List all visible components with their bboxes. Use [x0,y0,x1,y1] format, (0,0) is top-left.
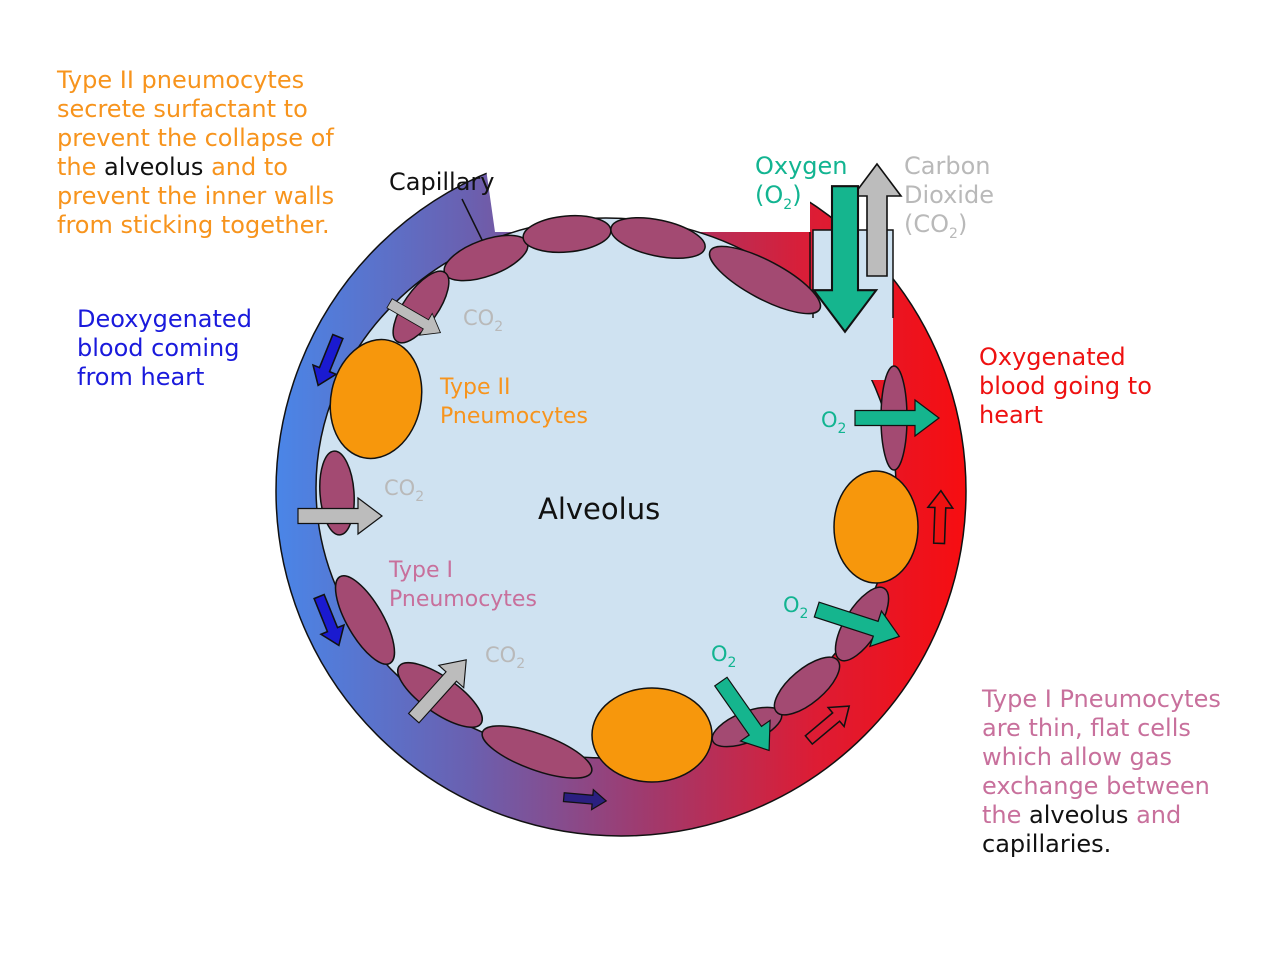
type2-cell [591,687,713,783]
o2-tag: O2 [821,406,846,444]
type1-cell [610,217,706,259]
blood-flow-arrows [311,333,955,811]
o2-tag-subscript: 2 [799,606,809,622]
co2-tag-subscript: 2 [516,656,526,672]
blood-flow-arrow [562,788,608,811]
capillary-label: Capillary [389,168,495,196]
o2-arrow [813,601,901,648]
o2-arrow [854,398,940,438]
type1-cell [481,725,593,779]
co2-tag: CO2 [384,474,424,512]
surfactant-note-text: and to [203,153,288,181]
co2-tag-text: CO [463,306,495,330]
o2-tag: O2 [783,591,808,629]
oxygenated-line: blood going to [979,372,1152,400]
surfactant-note-line: from sticking together. [57,211,330,239]
co2-formula-text: ) [957,210,968,238]
surfactant-note-line: Type II pneumocytes [57,66,305,94]
co2-label: Carbon Dioxide (CO2) [904,152,994,249]
type1-note-text: the [982,801,1030,829]
blood-flow-arrow [926,489,955,545]
type1-cell [334,575,396,665]
deoxygenated-blood-label: Deoxygenated blood coming from heart [77,305,252,392]
oxygenated-line: heart [979,401,1043,429]
type1-label-line: Type I [389,558,454,583]
co2-tag-subscript: 2 [494,319,504,335]
type1-note-text: and [1128,801,1182,829]
co2-tag-text: CO [384,476,416,500]
o2-tag-subscript: 2 [727,655,737,671]
co2-tag: CO2 [463,304,503,342]
o2-arrows [713,185,940,752]
oxygen-label-line: (O2) [755,181,848,220]
oxygen-formula-subscript: 2 [783,197,793,213]
co2-tag-text: CO [485,643,517,667]
co2-formula-text: (CO [904,210,950,238]
type2-pneumocytes-label: Type II Pneumocytes [440,373,588,431]
type2-pneumocyte-cells [329,338,919,783]
surfactant-note: Type II pneumocytes secrete surfactant t… [57,66,334,240]
deoxygenated-line: from heart [77,363,205,391]
type1-note-alveolus: alveolus [1029,801,1129,829]
type1-cell [773,656,841,716]
o2-tag-text: O [711,642,728,666]
type1-pneumocytes-label: Type I Pneumocytes [389,556,537,614]
type2-label-line: Pneumocytes [440,404,588,429]
co2-exhale-arrow [851,162,903,277]
type2-cell [833,470,919,584]
alveolus-label: Alveolus [538,492,661,526]
co2-label-line: (CO2) [904,210,994,249]
co2-tag: CO2 [485,641,525,679]
type1-note-line: exchange between [982,772,1210,800]
oxygen-formula-text: ) [792,181,802,209]
o2-inhale-arrow [811,185,879,334]
oxygen-formula-text: (O [755,181,784,209]
o2-arrow [713,676,771,752]
co2-label-line: Dioxide [904,181,994,209]
blood-flow-arrow [804,705,851,746]
co2-formula-subscript: 2 [949,226,958,242]
co2-arrow [386,298,442,336]
surfactant-note-text: the [57,153,105,181]
type1-cell [708,245,822,315]
surfactant-note-line: secrete surfactant to [57,95,308,123]
type2-label-line: Type II [440,375,511,400]
deoxygenated-line: Deoxygenated [77,305,252,333]
blood-flow-arrow [311,333,344,387]
co2-tag-subscript: 2 [415,489,425,505]
o2-tag-text: O [821,408,838,432]
type2-cell [329,338,423,460]
oxygen-label-line: Oxygen [755,152,848,180]
co2-arrow [407,659,467,724]
surfactant-note-alveolus: alveolus [104,153,204,181]
o2-tag: O2 [711,640,736,678]
deoxygenated-line: blood coming [77,334,240,362]
oxygen-label: Oxygen (O2) [755,152,848,220]
co2-label-line: Carbon [904,152,991,180]
o2-tag-text: O [783,593,800,617]
o2-tag-subscript: 2 [837,421,847,437]
type1-note-line: which allow gas [982,743,1172,771]
type1-label-line: Pneumocytes [389,587,537,612]
type1-note-line: Type I Pneumocytes [982,685,1221,713]
type1-cell [392,270,450,344]
type1-note: Type I Pneumocytes are thin, flat cells … [982,685,1221,859]
surfactant-note-line: the alveolus and to [57,153,334,182]
type1-note-line: are thin, flat cells [982,714,1191,742]
blood-flow-arrow [313,593,346,647]
type1-note-line: the alveolus and [982,801,1221,830]
co2-arrow [297,496,383,536]
oxygenated-line: Oxygenated [979,343,1126,371]
surfactant-note-line: prevent the inner walls [57,182,335,210]
oxygenated-blood-label: Oxygenated blood going to heart [979,343,1152,430]
type1-note-capillaries: capillaries. [982,830,1112,858]
co2-arrows [297,162,903,724]
surfactant-note-line: prevent the collapse of [57,124,334,152]
